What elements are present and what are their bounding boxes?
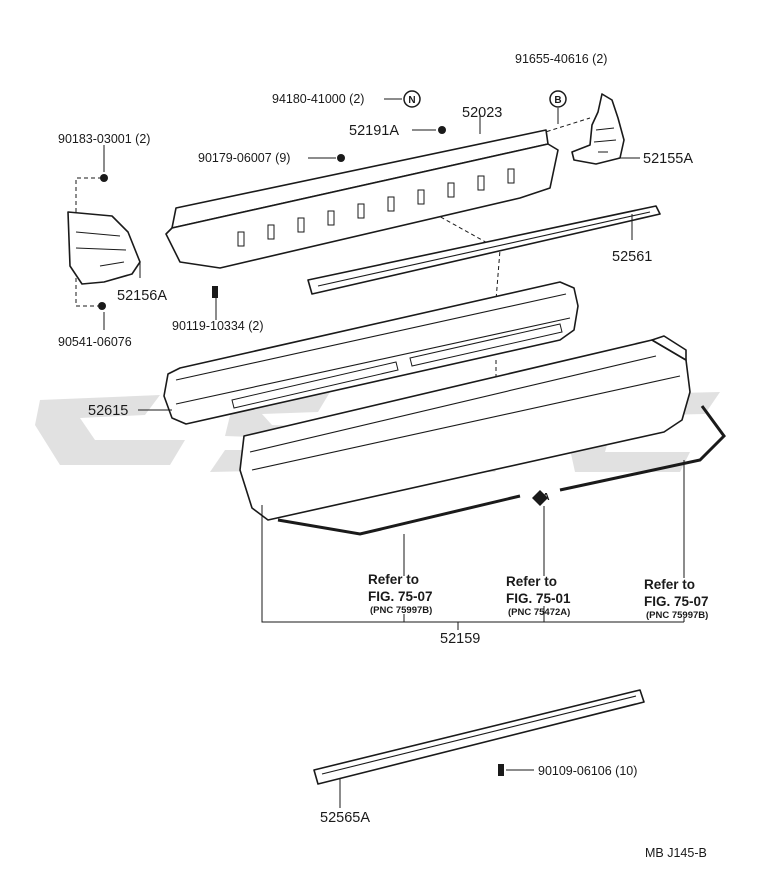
label-94180-41000: 94180-41000 (2) — [272, 92, 364, 106]
marker-a-text: A — [542, 492, 549, 503]
reference-right-line2: FIG. 75-07 — [644, 594, 709, 609]
label-90183-03001: 90183-03001 (2) — [58, 132, 150, 146]
reference-left-pnc: (PNC 75997B) — [370, 605, 432, 616]
retainer-52561 — [307, 205, 661, 295]
bracket-52155A — [571, 93, 625, 165]
diagram-code: MB J145-B — [645, 846, 707, 860]
assembly-line-bracket-right — [519, 117, 591, 141]
reinforcement-52023 — [165, 129, 559, 269]
bumper-cover-52615 — [163, 281, 579, 425]
label-90541-06076: 90541-06076 — [58, 335, 132, 349]
marker-a-icon: A — [542, 492, 549, 503]
label-52023: 52023 — [462, 105, 502, 121]
reference-center-pnc: (PNC 75472A) — [508, 607, 570, 618]
label-90179-06007: 90179-06007 (9) — [198, 151, 290, 165]
assembly-line-left-clip — [75, 177, 102, 307]
bracket-52156A — [67, 211, 141, 285]
leader-lines — [103, 98, 685, 808]
label-52156A: 52156A — [117, 288, 167, 304]
label-90119-10334: 90119-10334 (2) — [172, 319, 264, 333]
reference-center: Refer to FIG. 75-01 (PNC 75472A) — [506, 574, 571, 618]
reference-left-line2: FIG. 75-07 — [368, 589, 433, 604]
marker-n-icon: N — [403, 90, 421, 108]
reference-center-line2: FIG. 75-01 — [506, 591, 571, 606]
reference-right: Refer to FIG. 75-07 (PNC 75997B) — [644, 577, 709, 621]
reference-right-pnc: (PNC 75997B) — [646, 610, 708, 621]
label-91655-40616: 91655-40616 (2) — [515, 52, 607, 66]
label-52191A: 52191A — [349, 123, 399, 139]
label-90109-06106: 90109-06106 (10) — [538, 764, 637, 778]
bumper-assembly-52159 — [239, 335, 691, 521]
reference-right-line1: Refer to — [644, 577, 695, 592]
fastener-icons — [98, 126, 548, 776]
label-52565A: 52565A — [320, 810, 370, 826]
label-52561: 52561 — [612, 249, 652, 265]
label-52159: 52159 — [440, 631, 480, 647]
marker-b-text: B — [554, 95, 561, 106]
label-52155A: 52155A — [643, 151, 693, 167]
molding-left — [277, 494, 521, 536]
marker-n-text: N — [408, 95, 415, 106]
marker-b-icon: B — [549, 90, 567, 108]
molding-right — [559, 405, 726, 492]
rail-52565A — [313, 689, 645, 785]
assembly-line-center — [409, 199, 501, 301]
label-52615: 52615 — [88, 403, 128, 419]
reference-left-line1: Refer to — [368, 572, 419, 587]
reference-center-line1: Refer to — [506, 574, 557, 589]
reference-left: Refer to FIG. 75-07 (PNC 75997B) — [368, 572, 433, 616]
